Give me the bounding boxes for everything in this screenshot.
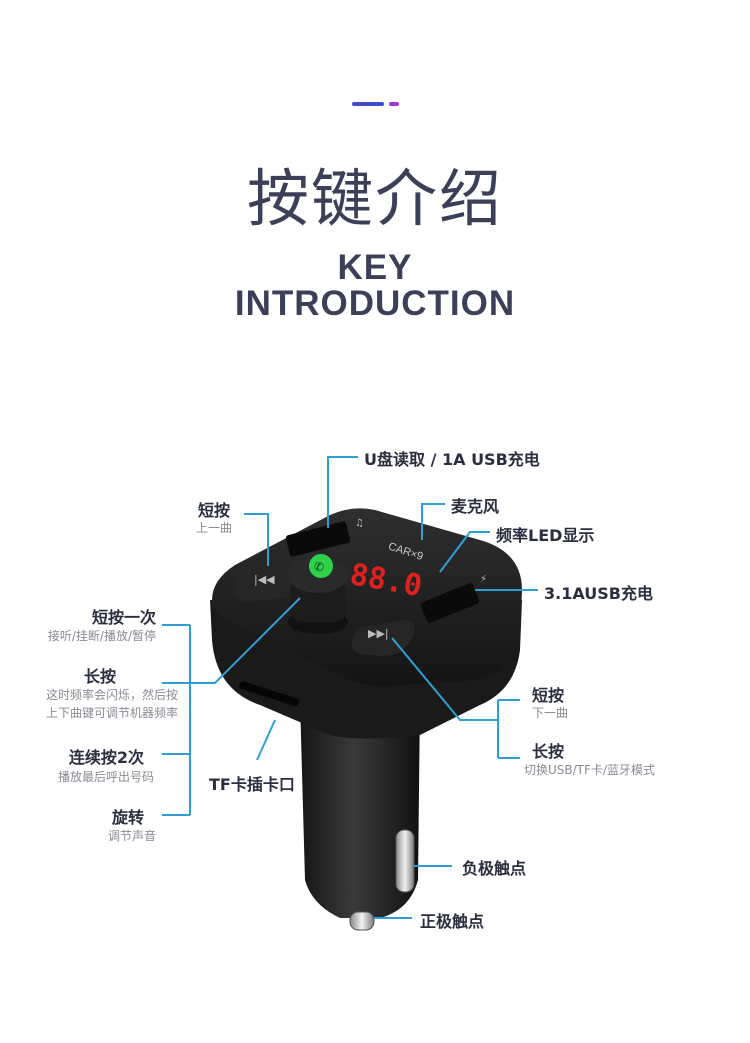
svg-text:✆: ✆ — [314, 560, 324, 574]
label-tf-slot: TF卡插卡口 — [209, 775, 295, 794]
label-usb-charge: 3.1AUSB充电 — [544, 584, 653, 603]
sub-next-short: 下一曲 — [532, 706, 569, 720]
page-title-en-line2: INTRODUCTION — [234, 284, 516, 323]
sub-knob-long-line1: 这时频率会闪烁，然后按 — [45, 688, 178, 702]
svg-text:▶▶|: ▶▶| — [368, 627, 389, 640]
callout-lines — [162, 456, 538, 919]
prev-button-shape — [235, 559, 296, 602]
tf-slot — [239, 681, 299, 707]
knob-light — [309, 554, 333, 578]
label-negative-contact: 负极触点 — [462, 859, 527, 878]
positive-tip — [349, 911, 375, 931]
label-usb-read: U盘读取 / 1A USB充电 — [364, 450, 540, 469]
sub-next-long: 切换USB/TF卡/蓝牙模式 — [524, 763, 655, 777]
label-positive-contact: 正极触点 — [420, 912, 485, 931]
label-knob-rotate: 旋转 — [111, 808, 144, 827]
label-next-short: 短按 — [532, 686, 565, 705]
sub-knob-double: 播放最后呼出号码 — [57, 770, 154, 784]
title-accent-dot — [389, 102, 399, 106]
label-prev-short: 短按 — [198, 501, 231, 520]
sub-knob-rotate: 调节声音 — [107, 829, 156, 843]
label-knob-short: 短按一次 — [91, 608, 156, 627]
negative-contact — [395, 829, 415, 893]
svg-text:|◀◀: |◀◀ — [254, 573, 275, 586]
sub-knob-short: 接听/挂断/播放/暂停 — [47, 629, 156, 643]
page-title-en-line1: KEY — [337, 248, 413, 287]
label-next-long: 长按 — [532, 742, 565, 761]
usb-port-1a — [285, 521, 351, 557]
sub-prev-short: 上一曲 — [196, 521, 233, 535]
title-accent-bar — [352, 102, 384, 106]
usb-port-3-1a — [420, 583, 480, 623]
label-led-display: 频率LED显示 — [496, 526, 595, 545]
label-knob-long: 长按 — [83, 667, 116, 686]
plug-body — [300, 700, 420, 918]
svg-text:♫: ♫ — [355, 518, 364, 529]
label-mic: 麦克风 — [451, 497, 500, 516]
sub-knob-long-line2: 上下曲键可调节机器频率 — [45, 706, 178, 720]
label-knob-double: 连续按2次 — [68, 748, 144, 767]
svg-text:⚡: ⚡ — [480, 574, 487, 585]
page-title-cn: 按键介绍 — [246, 162, 503, 235]
